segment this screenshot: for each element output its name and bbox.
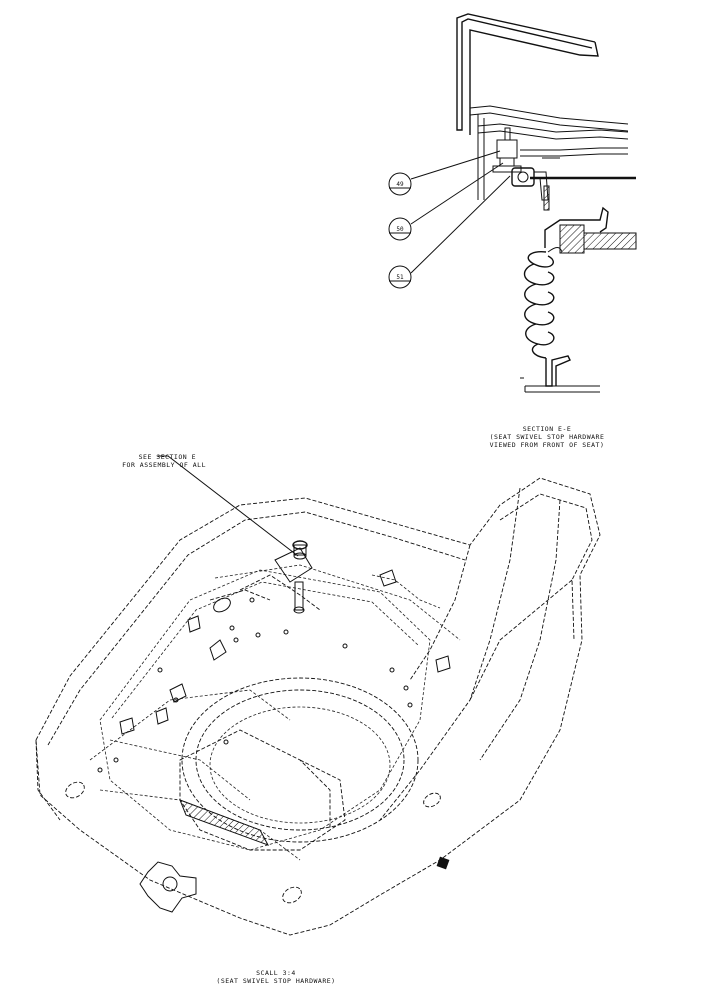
seat-assembly-view: SEE SECTION E FOR ASSEMBLY OF ALL — [35, 453, 601, 985]
callout-49-label: 49 — [396, 181, 404, 188]
callout-50-label: 50 — [396, 226, 404, 233]
callout-49: 49 — [388, 172, 412, 196]
callout-50: 50 — [388, 217, 412, 241]
callout-51: 51 — [388, 265, 412, 289]
assembly-caption-title: SCALL 3:4 — [256, 969, 296, 977]
callout-51-label: 51 — [396, 274, 404, 281]
see-section-note-line1: SEE SECTION E — [139, 453, 196, 461]
see-section-note-line2: FOR ASSEMBLY OF ALL — [122, 461, 206, 469]
section-caption-title: SECTION E-E — [523, 425, 572, 433]
section-caption-subtitle-2: VIEWED FROM FRONT OF SEAT) — [490, 441, 605, 449]
assembly-caption-subtitle: (SEAT SWIVEL STOP HARDWARE) — [216, 977, 335, 985]
section-caption-subtitle-1: (SEAT SWIVEL STOP HARDWARE — [490, 433, 605, 441]
section-e-e-view: 49 50 51 SECTION E-E (SEAT SWIVEL STOP H… — [388, 13, 637, 449]
mounting-holes — [97, 597, 413, 773]
